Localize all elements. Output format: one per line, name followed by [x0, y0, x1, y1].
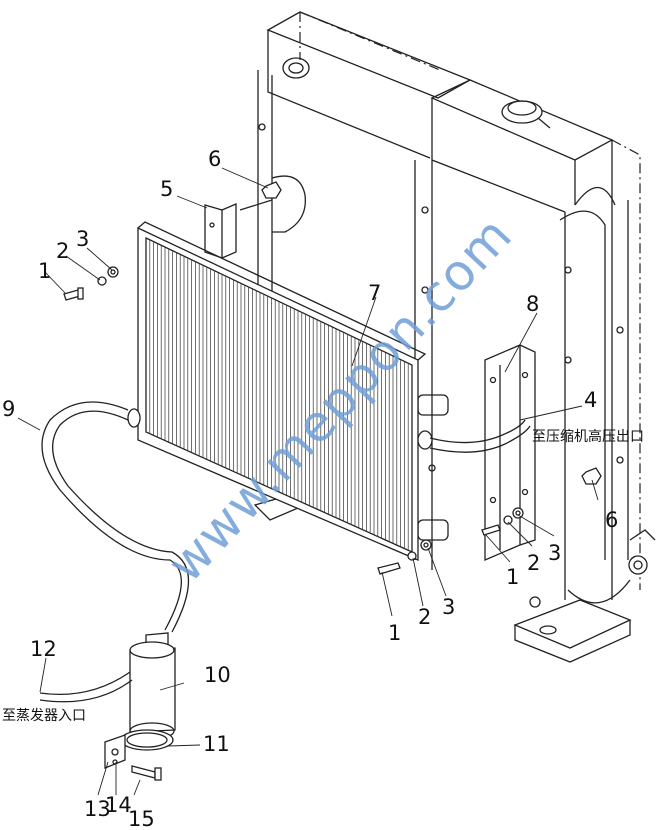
callout-5: 5: [160, 177, 173, 201]
leader-lines: [17, 167, 599, 796]
callout-10: 10: [204, 663, 231, 687]
hose-drier: [41, 401, 190, 633]
callout-7: 7: [368, 281, 381, 305]
callout-9: 9: [2, 397, 15, 421]
callout-12: 12: [30, 637, 57, 661]
receiver-drier: [39, 632, 176, 781]
callout-14: 14: [105, 793, 132, 817]
callout-1-bottom: 1: [388, 621, 401, 645]
callout-3-bottom: 3: [442, 595, 455, 619]
callout-1-left: 1: [38, 259, 51, 283]
callout-1-right: 1: [506, 565, 519, 589]
label-evaporator-inlet: 至蒸发器入口: [2, 708, 86, 724]
callout-13: 13: [84, 797, 111, 821]
callout-11: 11: [203, 732, 230, 756]
hose-compressor: [429, 419, 531, 453]
callout-2-bottom: 2: [418, 605, 431, 629]
callout-6-right: 6: [605, 508, 618, 532]
bracket-right: [484, 344, 536, 561]
radiator-assembly: [239, 11, 656, 663]
condenser: [127, 221, 433, 561]
callout-2-right: 2: [527, 551, 540, 575]
callout-4: 4: [584, 388, 597, 412]
callout-6-top: 6: [208, 147, 221, 171]
bracket-left: [204, 203, 237, 259]
condenser-fins: [149, 239, 409, 551]
callout-15: 15: [128, 807, 155, 830]
callout-8: 8: [526, 292, 539, 316]
callout-2-left: 2: [56, 239, 69, 263]
fasteners: [63, 266, 524, 575]
callout-3-left: 3: [76, 227, 89, 251]
label-compressor-outlet: 至压缩机高压出口: [532, 428, 644, 445]
callout-3-right: 3: [548, 541, 561, 565]
